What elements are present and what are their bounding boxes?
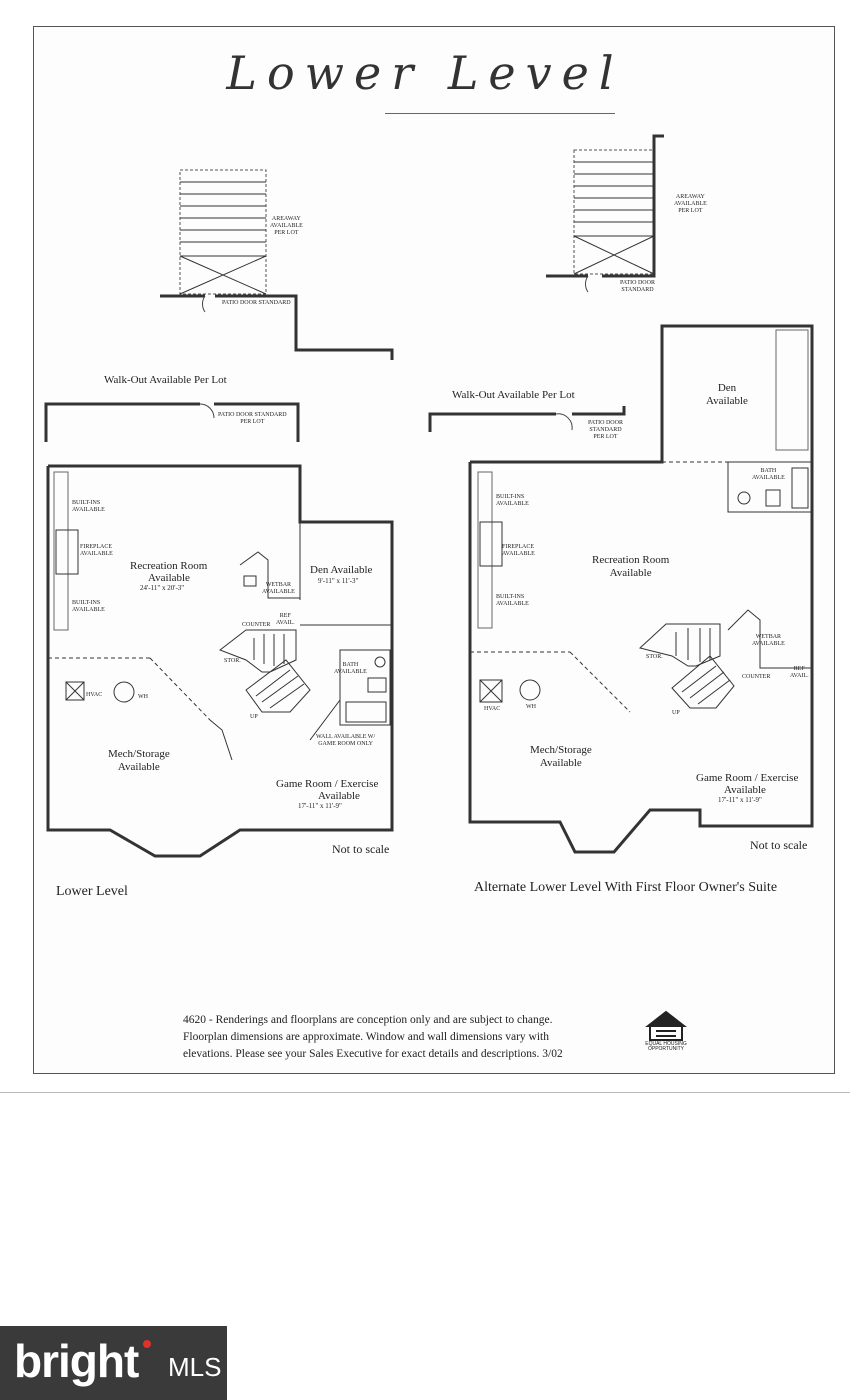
right-game-room-label: Game Room / Exercise — [696, 772, 799, 784]
left-game-room-dim: 17'-11" x 11'-9" — [298, 802, 342, 810]
left-areaway-label: AREAWAY AVAILABLE PER LOT — [270, 216, 303, 236]
right-areaway-label: AREAWAY AVAILABLE PER LOT — [674, 194, 707, 214]
left-den-label: Den Available — [310, 564, 373, 576]
right-up-label: UP — [672, 710, 680, 716]
bright-brand-text: bright — [14, 1335, 139, 1387]
left-den-dim: 9'-11" x 11'-3" — [318, 577, 359, 585]
right-stor-label: STOR. — [646, 654, 663, 660]
right-mech-label: Mech/Storage Available — [530, 744, 592, 769]
right-walkout-wall — [428, 406, 626, 432]
bright-mls-watermark: bright MLS — [0, 1326, 227, 1400]
page-title: Lower Level — [226, 46, 624, 100]
left-stor-label: STOR. — [224, 658, 241, 664]
left-areaway — [179, 169, 267, 295]
left-walkout-top-wall — [160, 294, 394, 360]
right-patio-door-label: PATIO DOOR STANDARD — [620, 280, 655, 293]
floorplan-drawings — [44, 134, 814, 1041]
disclaimer-line-2: Floorplan dimensions are approximate. Wi… — [183, 1031, 549, 1043]
left-wall-note: WALL AVAILABLE W/ GAME ROOM ONLY — [316, 734, 376, 747]
right-den-label: Den Available — [706, 382, 748, 407]
floorplan-sheet — [33, 26, 835, 1074]
disclaimer-line-3: elevations. Please see your Sales Execut… — [183, 1048, 563, 1060]
right-plan-walls — [468, 324, 814, 854]
eho-house-shape — [645, 1010, 687, 1041]
left-not-to-scale: Not to scale — [332, 842, 390, 856]
right-game-room-dim: 17'-11" x 11'-9" — [718, 796, 762, 804]
right-areaway — [573, 149, 655, 275]
right-fireplace-label: FIREPLACE AVAILABLE — [502, 544, 535, 557]
left-game-room-label: Game Room / Exercise — [276, 778, 379, 790]
right-plan-interior — [470, 329, 813, 713]
left-recreation-room-dim: 24'-11" x 20'-3" — [140, 584, 185, 592]
left-walkout-label: Walk-Out Available Per Lot — [104, 374, 227, 386]
right-plan-caption: Alternate Lower Level With First Floor O… — [474, 880, 778, 895]
left-mech-label: Mech/Storage Available — [108, 748, 170, 773]
left-walkout-wall — [44, 402, 300, 442]
equal-housing-label: EQUAL HOUSING OPPORTUNITY — [645, 1041, 687, 1052]
left-counter-label: COUNTER — [242, 622, 271, 628]
bright-dot-icon — [143, 1340, 151, 1348]
right-walkout-top-wall — [546, 134, 664, 278]
left-wetbar-label: WETBAR AVAILABLE — [262, 582, 295, 595]
disclaimer-line-1: 4620 - Renderings and floorplans are con… — [183, 1014, 553, 1026]
left-up-label: UP — [250, 714, 258, 720]
left-plan-interior — [48, 471, 392, 761]
left-ref-label: REF AVAIL. — [276, 613, 295, 626]
left-recreation-room-avail: Available — [148, 572, 190, 584]
left-builtins-label-1: BUILT-INS AVAILABLE — [72, 500, 105, 513]
right-recreation-room-label: Recreation Room Available — [592, 554, 670, 579]
right-bath-label: BATH AVAILABLE — [752, 468, 785, 481]
title-underline — [385, 113, 615, 114]
right-wh-label: WH — [526, 704, 536, 710]
left-game-room-avail: Available — [318, 790, 360, 802]
page-divider — [0, 1092, 850, 1093]
left-fireplace-label: FIREPLACE AVAILABLE — [80, 544, 113, 557]
left-hvac-label: HVAC — [86, 692, 103, 698]
left-bath-label: BATH AVAILABLE — [334, 662, 367, 675]
left-wh-label: WH — [138, 694, 148, 700]
right-walkout-label: Walk-Out Available Per Lot — [452, 389, 575, 401]
right-builtins-label-1: BUILT-INS AVAILABLE — [496, 494, 529, 507]
left-builtins-label-2: BUILT-INS AVAILABLE — [72, 600, 105, 613]
left-plan-caption: Lower Level — [56, 884, 128, 899]
right-builtins-label-2: BUILT-INS AVAILABLE — [496, 594, 529, 607]
right-hvac-label: HVAC — [484, 706, 501, 712]
right-wetbar-label: WETBAR AVAILABLE — [752, 634, 785, 647]
right-game-room-avail: Available — [724, 784, 766, 796]
bright-mls-suffix: MLS — [168, 1352, 222, 1382]
right-ref-label: REF AVAIL. — [790, 666, 809, 679]
right-counter-label: COUNTER — [742, 674, 771, 680]
left-plan-walls — [46, 464, 394, 858]
disclaimer: 4620 - Renderings and floorplans are con… — [183, 1012, 643, 1063]
right-not-to-scale: Not to scale — [750, 838, 808, 852]
right-patio-door-walkout-label: PATIO DOOR STANDARD PER LOT — [588, 420, 623, 440]
left-patio-door-walkout-label: PATIO DOOR STANDARD PER LOT — [218, 412, 287, 425]
left-patio-door-label: PATIO DOOR STANDARD — [222, 300, 291, 306]
left-recreation-room-label: Recreation Room — [130, 560, 208, 572]
